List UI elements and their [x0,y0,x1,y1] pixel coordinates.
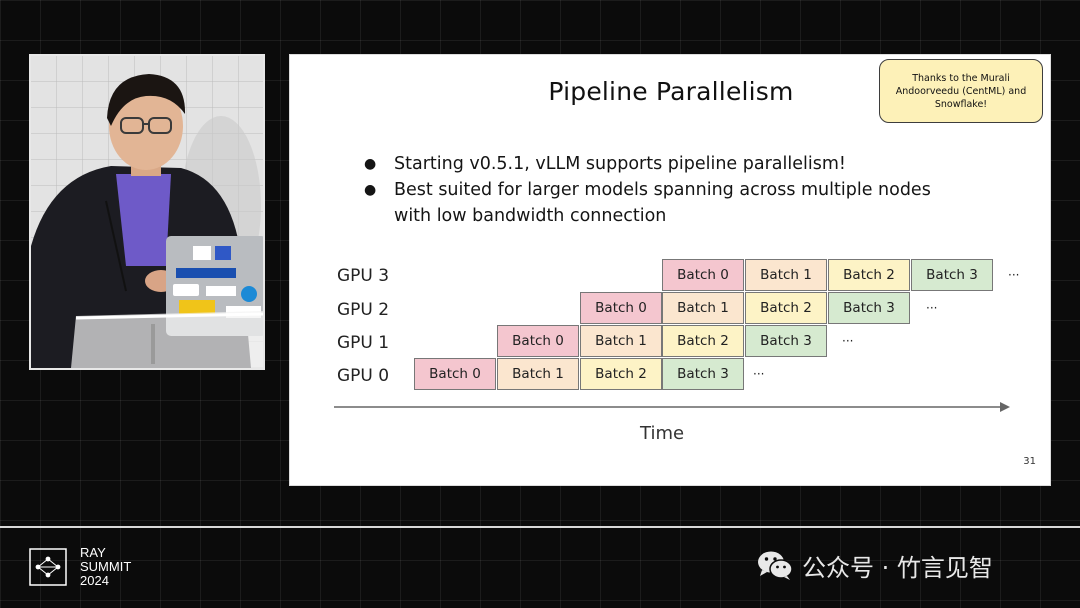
slide-title: Pipeline Parallelism [548,77,794,106]
batch-cell: Batch 1 [745,259,827,291]
batch-cell: Batch 0 [414,358,496,390]
bullet-item: ● Starting v0.5.1, vLLM supports pipelin… [364,151,1004,177]
batch-cell: Batch 3 [911,259,993,291]
gpu-label: GPU 0 [337,366,390,386]
batch-cell: Batch 0 [497,325,579,357]
event-name-line: SUMMIT [80,559,132,574]
gpu-label: GPU 3 [337,266,390,286]
thanks-note-text: Thanks to the Murali Andoorveedu (CentML… [895,72,1027,110]
bullet-list: ● Starting v0.5.1, vLLM supports pipelin… [364,151,1004,229]
bullet-dot-icon: ● [364,182,377,198]
bullet-item: ● Best suited for larger models spanning… [364,177,1004,203]
batch-cell: Batch 0 [662,259,744,291]
bullet-item-continuation: with low bandwidth connection [364,203,1004,229]
batch-cell: Batch 2 [662,325,744,357]
wechat-watermark: 公众号 · 竹言见智 [756,548,993,582]
time-axis-label: Time [640,423,685,444]
watermark-text: 公众号 · 竹言见智 [802,553,993,582]
slide: Pipeline Parallelism Thanks to the Mural… [289,54,1051,486]
time-axis-arrow [334,402,1010,412]
page-number: 31 [1023,456,1036,467]
batch-cell: Batch 0 [580,292,662,324]
batch-cell: Batch 3 [828,292,910,324]
event-name-line: RAY [80,545,106,560]
speaker-video [29,54,265,370]
thanks-note: Thanks to the Murali Andoorveedu (CentML… [879,59,1043,123]
batch-cell: Batch 1 [497,358,579,390]
batch-cell: Batch 2 [828,259,910,291]
footer-divider [0,526,1080,528]
gpu-label: GPU 2 [337,300,390,320]
batch-cell: Batch 2 [745,292,827,324]
event-year: 2024 [80,573,109,588]
batch-cell: Batch 2 [580,358,662,390]
ellipsis: ··· [1008,268,1020,282]
batch-cell: Batch 1 [662,292,744,324]
ellipsis: ··· [753,367,765,381]
bullet-text: Best suited for larger models spanning a… [394,180,931,200]
bullet-text: with low bandwidth connection [394,206,667,226]
gpu-label: GPU 1 [337,333,390,353]
ellipsis: ··· [842,334,854,348]
wechat-icon [758,551,793,580]
bullet-dot-icon: ● [364,156,377,172]
batch-cell: Batch 3 [662,358,744,390]
batch-cell: Batch 3 [745,325,827,357]
bullet-text: Starting v0.5.1, vLLM supports pipeline … [394,154,846,174]
ray-logo-icon [29,548,67,586]
event-name: RAY SUMMIT 2024 [80,546,131,588]
ellipsis: ··· [926,301,938,315]
batch-cell: Batch 1 [580,325,662,357]
